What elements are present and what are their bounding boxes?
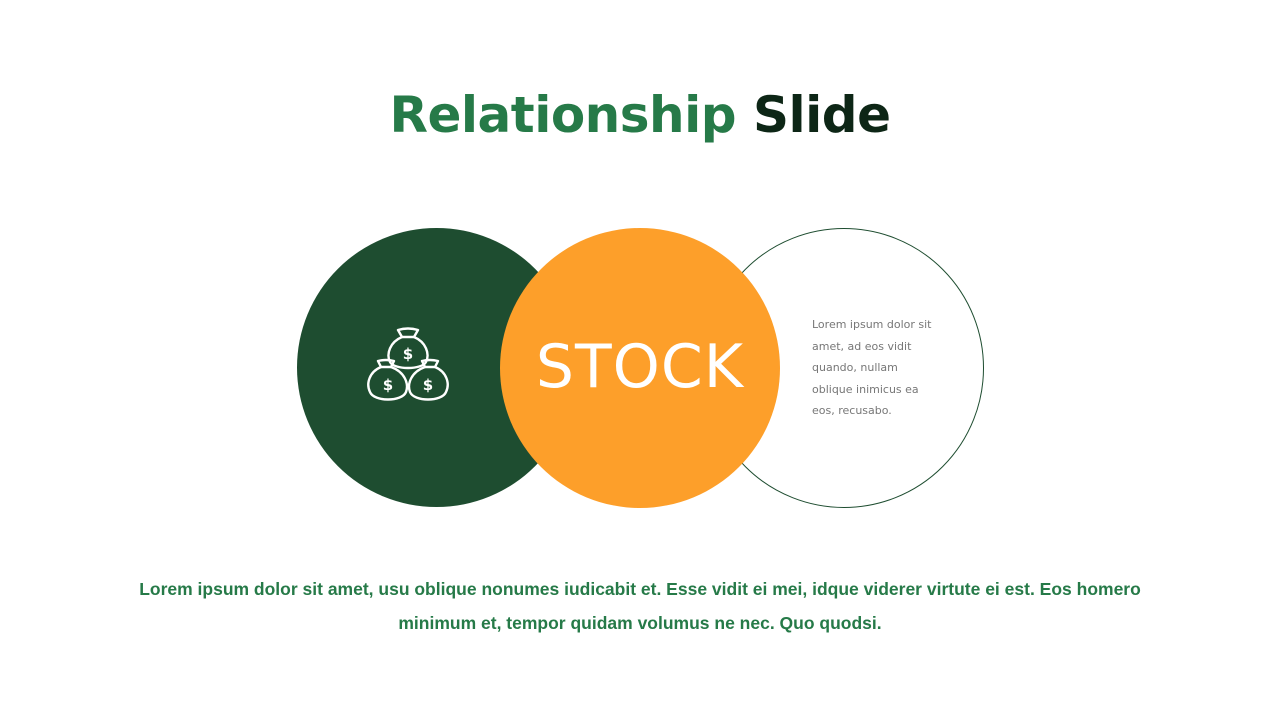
- svg-text:$: $: [403, 345, 413, 363]
- svg-text:$: $: [423, 376, 433, 394]
- orange-circle: STOCK: [500, 228, 780, 508]
- svg-text:$: $: [383, 376, 393, 394]
- money-bags-icon: $ $ $: [364, 326, 452, 406]
- body-paragraph: Lorem ipsum dolor sit amet, usu oblique …: [139, 579, 1141, 633]
- slide-title: Relationship Slide: [0, 84, 1280, 146]
- title-part-relationship: Relationship: [389, 86, 737, 144]
- center-label: STOCK: [535, 332, 745, 402]
- circle-description: Lorem ipsum dolor sit amet, ad eos vidit…: [812, 318, 932, 418]
- title-part-slide: Slide: [753, 86, 891, 144]
